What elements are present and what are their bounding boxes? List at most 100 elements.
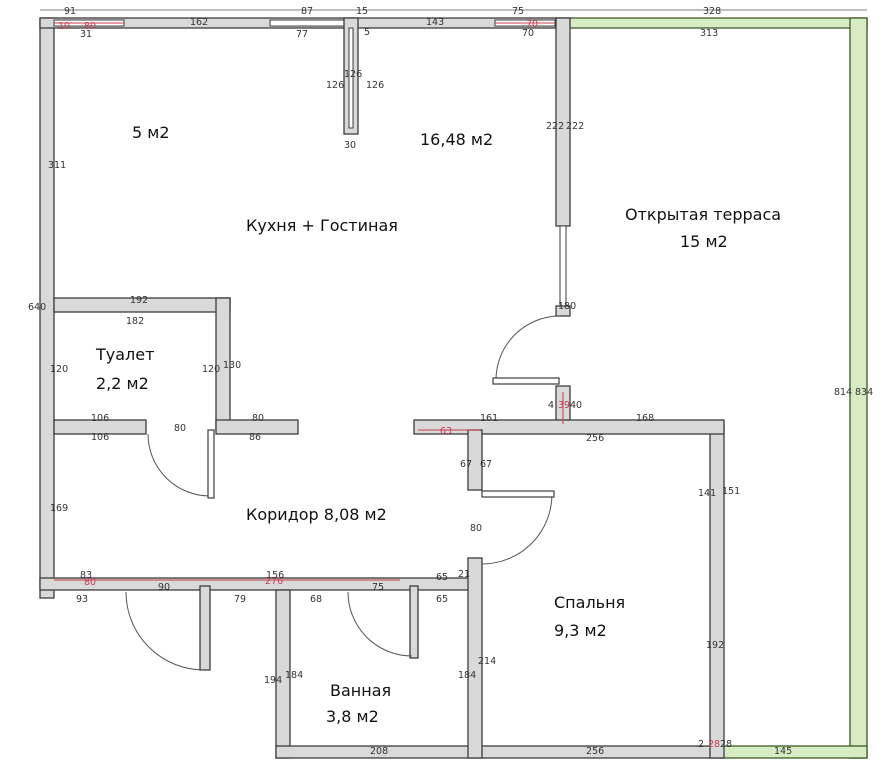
- bedroom-area: 9,3 м2: [554, 621, 607, 640]
- dim-2: 2: [698, 739, 704, 750]
- wall-corridor-top-right: [413, 419, 725, 435]
- dim-70-window: 70: [526, 19, 538, 30]
- dim-67-right: 67: [480, 459, 492, 470]
- dim-814: 814: [834, 387, 852, 398]
- dim-80-bedroom-door: 80: [470, 523, 482, 534]
- terrace-walls: [555, 17, 868, 759]
- doors: [125, 315, 561, 671]
- dim-180: 180: [558, 301, 576, 312]
- kitchen-name: Кухня + Гостиная: [246, 216, 398, 235]
- dim-68: 68: [310, 594, 322, 605]
- dim-79: 79: [234, 594, 246, 605]
- dim-156: 156: [266, 570, 284, 581]
- dim-222-right: 222: [566, 121, 584, 132]
- door-bedroom-leaf: [481, 490, 555, 498]
- dim-90: 90: [158, 582, 170, 593]
- dim-86: 86: [249, 432, 261, 443]
- dim-5: 5: [364, 27, 370, 38]
- dim-4: 4: [548, 400, 554, 411]
- terrace-wall-top: [555, 17, 868, 29]
- dim-184-left: 184: [285, 670, 303, 681]
- dim-126-left: 126: [326, 80, 344, 91]
- wall-niche-inner: [348, 27, 354, 129]
- dim-80-entrance: 80: [84, 577, 96, 588]
- dim-83: 83: [80, 570, 92, 581]
- dim-91: 91: [64, 6, 76, 17]
- dim-184-right: 184: [458, 670, 476, 681]
- dim-39: 39: [558, 400, 570, 411]
- bath-area: 3,8 м2: [326, 707, 379, 726]
- wall-bedroom-left-lower: [467, 557, 483, 759]
- dim-28: 28: [720, 739, 732, 750]
- dim-120-right: 120: [202, 364, 220, 375]
- toilet-area: 2,2 м2: [96, 374, 149, 393]
- dim-40: 40: [570, 400, 582, 411]
- dim-192-bedroom: 192: [706, 640, 724, 651]
- dim-10: 10: [58, 21, 70, 32]
- door-toilet-arc: [147, 433, 211, 497]
- dim-126-right: 126: [366, 80, 384, 91]
- dim-80-window: 80: [84, 21, 96, 32]
- dim-145: 145: [774, 746, 792, 757]
- dim-311: 311: [48, 160, 66, 171]
- dim-208: 208: [370, 746, 388, 757]
- dim-143: 143: [426, 17, 444, 28]
- dim-169: 169: [50, 503, 68, 514]
- door-toilet-leaf: [207, 429, 215, 499]
- door-bath-arc: [347, 591, 413, 657]
- wall-door-jamb-2: [409, 585, 419, 659]
- kitchen-area: 16,48 м2: [420, 130, 493, 149]
- dim-194: 194: [264, 675, 282, 686]
- dim-130: 130: [223, 360, 241, 371]
- dim-161: 161: [480, 413, 498, 424]
- window-2: [269, 19, 346, 27]
- dim-93: 93: [76, 594, 88, 605]
- dim-126-center: 126: [344, 69, 362, 80]
- dim-256-bottom: 256: [586, 746, 604, 757]
- windows: [53, 19, 556, 27]
- room-labels: 5 м2 16,48 м2 Кухня + Гостиная Открытая …: [95, 123, 781, 726]
- interior-walls: [53, 17, 725, 759]
- door-entrance-arc: [125, 591, 205, 671]
- wall-terrace-mid: [555, 305, 571, 317]
- terrace-name: Открытая терраса: [625, 205, 781, 224]
- bedroom-name: Спальня: [554, 593, 625, 612]
- door-terrace-leaf: [492, 377, 560, 385]
- dim-182: 182: [126, 316, 144, 327]
- dim-106-bottom: 106: [91, 432, 109, 443]
- dim-192-toilet: 192: [130, 295, 148, 306]
- dim-28-red: 28: [708, 739, 720, 750]
- wall-door-jamb-1: [199, 585, 211, 671]
- dim-162: 162: [190, 17, 208, 28]
- dim-168: 168: [636, 413, 654, 424]
- dim-106-top: 106: [91, 413, 109, 424]
- terrace-area: 15 м2: [680, 232, 728, 251]
- dim-151: 151: [722, 486, 740, 497]
- dim-80-toilet-door: 80: [174, 423, 186, 434]
- dim-77: 77: [296, 29, 308, 40]
- dim-15: 15: [356, 6, 368, 17]
- bath-name: Ванная: [330, 681, 391, 700]
- wall-bedroom-right: [709, 424, 725, 759]
- dim-21: 21: [458, 569, 470, 580]
- dim-75-top: 75: [512, 6, 524, 17]
- corridor-label: Коридор 8,08 м2: [246, 505, 387, 524]
- wall-corridor-top-mid: [215, 419, 299, 435]
- wall-terrace-glass: [559, 225, 567, 307]
- dim-70: 70: [522, 28, 534, 39]
- dim-328: 328: [703, 6, 721, 17]
- dim-640: 640: [28, 302, 46, 313]
- dim-87: 87: [301, 6, 313, 17]
- dim-120-left: 120: [50, 364, 68, 375]
- dim-214: 214: [478, 656, 496, 667]
- dim-276: 276: [265, 576, 283, 587]
- door-bedroom-arc: [481, 493, 553, 565]
- dim-141: 141: [698, 488, 716, 499]
- dim-80-corridor: 80: [252, 413, 264, 424]
- small-room-area: 5 м2: [132, 123, 170, 142]
- wall-bottom: [275, 745, 721, 759]
- dim-222-left: 222: [546, 121, 564, 132]
- red-dimension-lines: [54, 392, 564, 581]
- dim-65-bottom: 65: [436, 594, 448, 605]
- dim-834: 834: [855, 387, 873, 398]
